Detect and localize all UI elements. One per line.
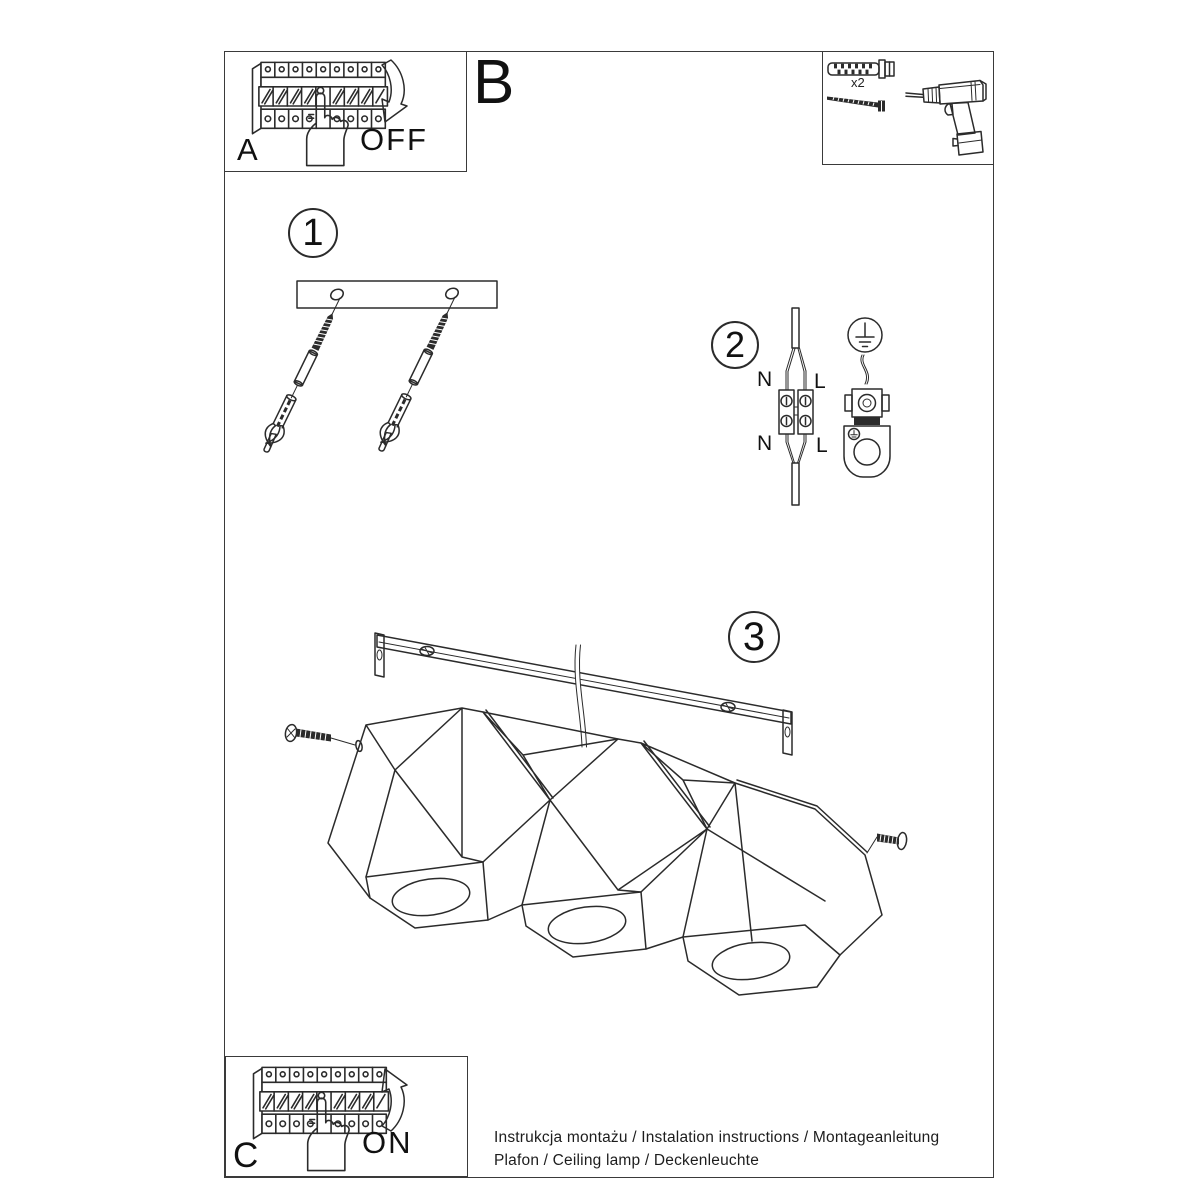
wire-l-top-label: L bbox=[814, 370, 826, 393]
panel-a-label: A bbox=[237, 132, 258, 167]
mounting-plate-icon bbox=[296, 280, 498, 309]
step-3-badge: 3 bbox=[728, 611, 780, 663]
step-1-badge: 1 bbox=[288, 208, 338, 258]
ground-symbol-icon bbox=[847, 317, 883, 353]
power-cable-icon bbox=[574, 644, 587, 748]
step-2-drawing bbox=[778, 307, 891, 506]
drill-icon bbox=[905, 79, 987, 156]
terminal-block-icon bbox=[778, 389, 814, 435]
panel-c-label: C bbox=[233, 1136, 259, 1175]
on-label: ON bbox=[362, 1125, 413, 1160]
ground-wire bbox=[860, 354, 869, 385]
tools-box bbox=[822, 51, 994, 165]
ceiling-lamp-icon bbox=[327, 707, 883, 996]
ground-clamp-icon bbox=[843, 388, 891, 478]
step-2-badge: 2 bbox=[711, 321, 759, 369]
power-cable-icon bbox=[785, 307, 807, 391]
panel-b-label: B bbox=[473, 48, 515, 117]
wire-n-bottom-label: N bbox=[757, 432, 773, 455]
wall-anchor-icon bbox=[263, 297, 341, 453]
sheet-border bbox=[224, 51, 994, 1178]
anchor-count-label: x2 bbox=[851, 75, 865, 90]
tools-drawing bbox=[827, 59, 987, 156]
step-3-number: 3 bbox=[742, 614, 766, 659]
wire-n-top-label: N bbox=[757, 368, 773, 391]
wire-l-bottom-label: L bbox=[816, 434, 828, 457]
power-cable-icon bbox=[785, 433, 807, 506]
wall-plug-icon bbox=[827, 59, 895, 79]
mounting-bar-icon bbox=[374, 632, 793, 756]
step-2-number: 2 bbox=[724, 324, 746, 365]
mounting-screw-icon bbox=[827, 96, 885, 112]
footer-line1: Instrukcja montażu / Instalation instruc… bbox=[494, 1129, 940, 1146]
fixing-screw-icon bbox=[284, 723, 356, 746]
fixing-screw-icon bbox=[866, 831, 908, 854]
off-label: OFF bbox=[360, 122, 428, 157]
step-1-drawing bbox=[263, 280, 498, 453]
ceiling-lamp-drawing bbox=[284, 632, 908, 996]
wall-anchor-icon bbox=[378, 296, 456, 452]
curved-arrow-up-icon bbox=[381, 1068, 408, 1132]
curved-arrow-down-icon bbox=[381, 59, 408, 123]
step-1-number: 1 bbox=[302, 211, 324, 254]
footer-line2: Plafon / Ceiling lamp / Deckenleuchte bbox=[494, 1152, 760, 1169]
